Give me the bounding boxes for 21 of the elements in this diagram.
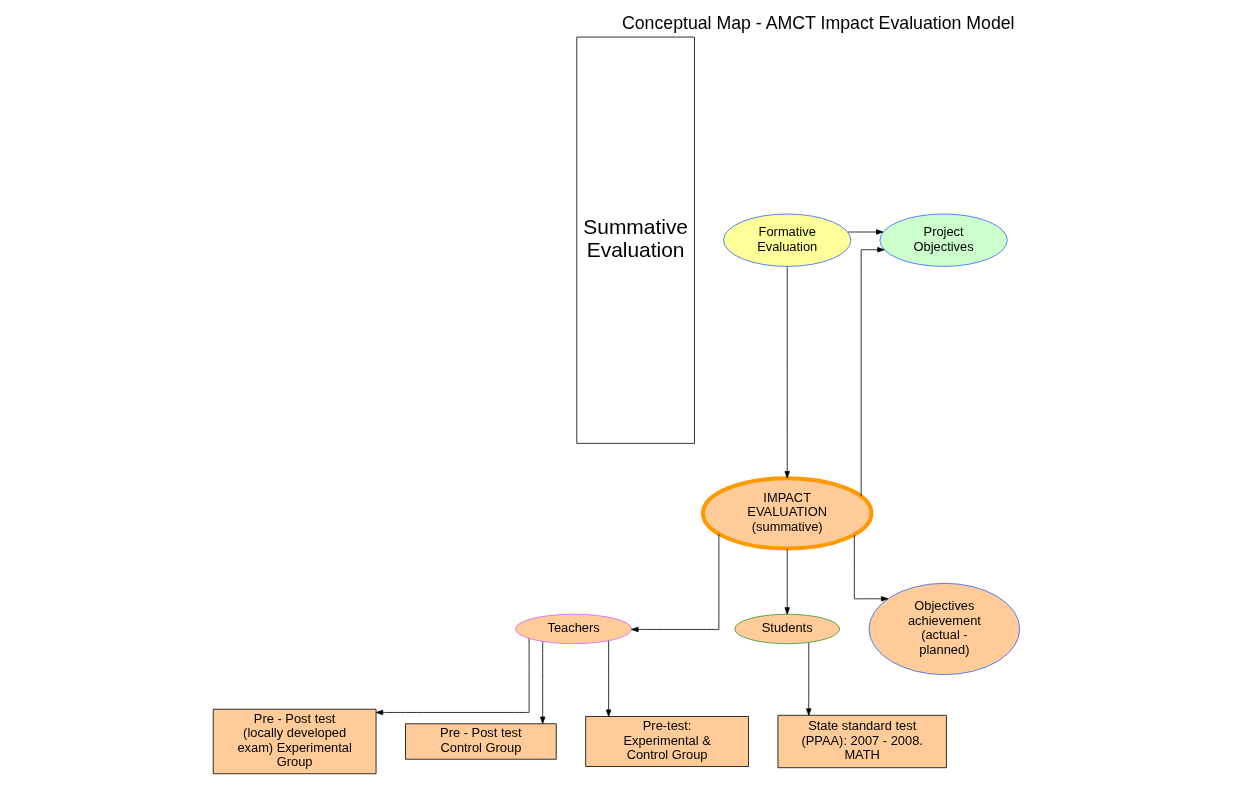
arrow xyxy=(860,247,885,497)
arrow xyxy=(605,640,612,717)
node-ellipse: Formative Evaluation xyxy=(723,213,852,267)
arrow xyxy=(784,266,790,479)
arrow xyxy=(847,229,884,235)
node-ellipse: Students xyxy=(734,613,840,645)
node-ellipse: IMPACT EVALUATION (summative) xyxy=(700,476,874,551)
node-box: Summative Evaluation xyxy=(576,36,695,444)
node-box: Pre - Post test Control Group xyxy=(405,723,557,760)
node-ellipse: Teachers xyxy=(515,613,633,645)
node-box: Pre - Post test (locally developed exam) Experimental Group xyxy=(212,708,377,775)
arrow xyxy=(806,642,812,716)
node-box: Pre-test: Experimental & Control Group xyxy=(585,716,749,767)
arrow xyxy=(853,534,889,602)
arrow xyxy=(784,548,790,615)
arrow xyxy=(631,533,720,633)
node-ellipse: Objectives achievement (actual - planned) xyxy=(868,582,1021,676)
arrow xyxy=(540,641,546,724)
node-box: State standard test (PPAA): 2007 - 2008. MATH xyxy=(777,714,947,769)
arrow xyxy=(375,638,530,716)
diagram-title: Conceptual Map - AMCT Impact Evaluation Model xyxy=(621,12,1015,33)
